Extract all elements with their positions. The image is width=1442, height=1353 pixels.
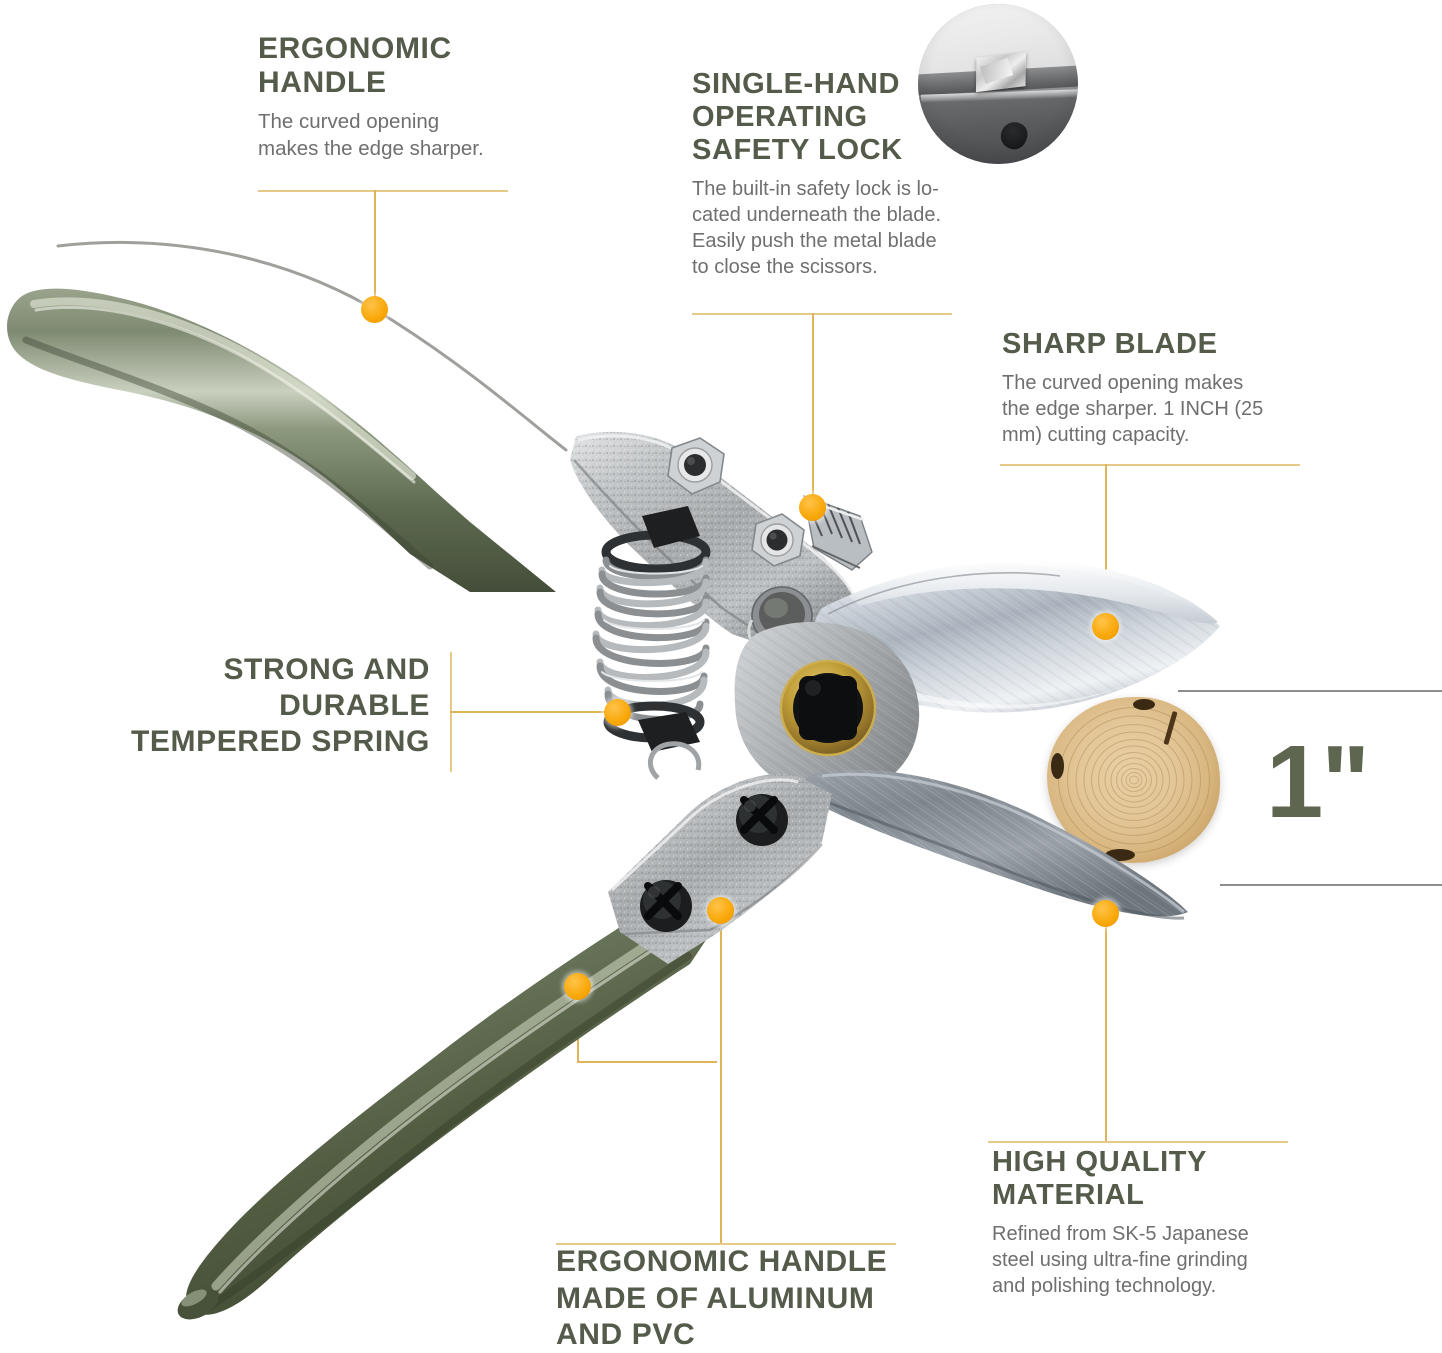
safety-lock-closeup-photo [918,4,1078,164]
dot-handle-aluminum [707,897,734,924]
callout-title: STRONG AND DURABLE TEMPERED SPRING [130,653,430,758]
leader-handle-aluminum-down [720,920,722,1244]
spring-mount-top [642,506,700,548]
callout-safety-lock: SINGLE-HAND OPERATING SAFETY LOCK The bu… [692,68,964,280]
photo-tool-body [918,96,1078,164]
leader-high-quality-underline [988,1141,1288,1143]
callout-sharp-blade: SHARP BLADE The curved opening makes the… [1002,328,1302,448]
callout-title: ERGONOMIC HANDLE [258,32,452,100]
leader-ergonomic-handle-underline [258,190,508,192]
callout-body: The built-in safety lock is lo- cated un… [692,178,942,279]
center-pivot-plate [734,622,920,797]
leader-high-quality-down [1105,923,1107,1141]
log-bark-ring [1047,697,1220,863]
lower-green-handle [177,904,707,1320]
measure-line-top [1178,690,1442,692]
callout-title: HIGH QUALITY MATERIAL [992,1146,1208,1212]
callout-title: ERGONOMIC HANDLE MADE OF ALUMINUM AND PV… [556,1245,888,1352]
callout-body: The curved opening makes the edge sharpe… [1002,372,1264,447]
spring-mount-bottom [638,712,700,752]
leader-safety-lock-drop [812,313,814,503]
phillips-screw-lower [640,880,692,932]
wire-clip [647,741,702,780]
dot-high-quality-material [1092,900,1119,927]
phillips-screw-upper [736,794,788,846]
measurement-label: 1" [1266,724,1370,839]
lower-anvil-jaw [803,769,1188,920]
hex-bolt-mid [751,513,805,567]
leader-ergonomic-handle-drop [374,190,376,305]
callout-aluminum-pvc-handle: ERGONOMIC HANDLE MADE OF ALUMINUM AND PV… [556,1244,956,1353]
upper-green-handle [7,240,568,592]
callout-body: The curved opening makes the edge sharpe… [258,110,484,161]
callout-title: SINGLE-HAND OPERATING SAFETY LOCK [692,68,903,167]
dot-handle-pvc [564,973,591,1000]
lower-collar [608,773,832,964]
photo-vignette [918,4,1078,164]
leader-spring-run [450,711,620,713]
dot-ergonomic-handle [361,296,388,323]
callout-tempered-spring: STRONG AND DURABLE TEMPERED SPRING [118,652,430,760]
callout-title: SHARP BLADE [1002,328,1218,360]
dot-sharp-blade [1092,613,1119,640]
hex-bolt-upper [667,437,725,495]
log-bark-notch-top [1133,699,1155,710]
dot-safety-lock [799,494,826,521]
callout-high-quality-material: HIGH QUALITY MATERIAL Refined from SK-5 … [992,1146,1292,1299]
metal-head-assembly [570,431,1220,964]
leader-sharp-blade-drop [1105,464,1107,622]
callout-body: Refined from SK-5 Japanese steel using u… [992,1223,1249,1298]
dot-tempered-spring [604,699,631,726]
leader-safety-lock-underline [692,313,952,315]
sharp-blade [812,560,1220,713]
leader-handle-pvc-across [577,1061,717,1063]
leader-aluminum-pvc-underline [556,1243,896,1245]
callout-ergonomic-handle-top: ERGONOMIC HANDLE The curved opening make… [258,32,558,163]
leader-sharp-blade-underline [1000,464,1300,466]
log-bark-notch-left [1051,753,1064,779]
measure-line-bottom [1220,884,1442,886]
wood-log-cross-section [1047,697,1220,863]
